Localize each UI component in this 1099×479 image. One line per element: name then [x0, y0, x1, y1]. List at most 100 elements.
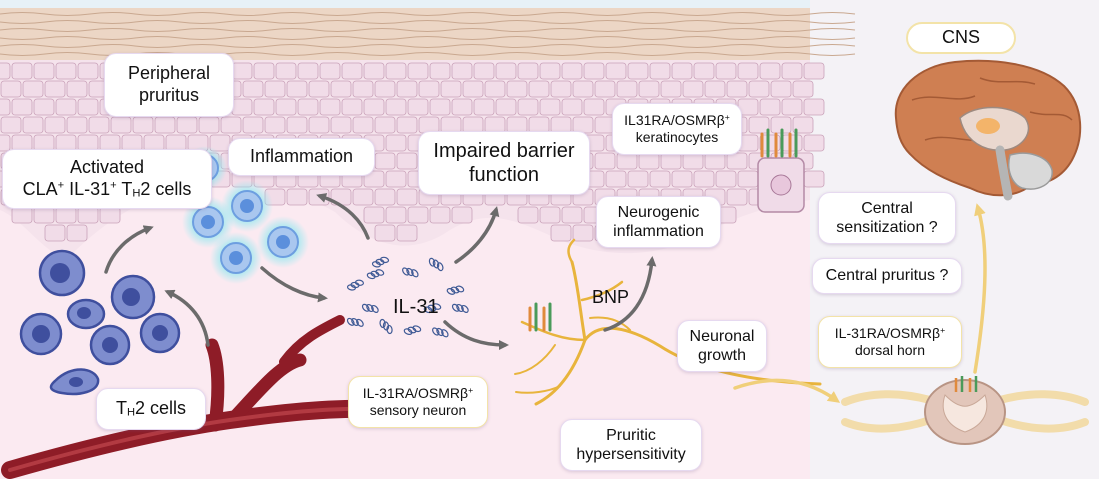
keratinocyte	[605, 170, 627, 188]
keratinocyte	[275, 98, 297, 116]
keratinocyte	[561, 62, 583, 80]
impaired-barrier-label: Impaired barrier function	[418, 131, 590, 195]
corneum-line	[0, 20, 856, 24]
keratinocyte	[22, 116, 44, 134]
keratinocyte	[330, 116, 352, 134]
il31-molecule	[371, 256, 390, 268]
il31-molecule	[446, 285, 465, 295]
il31-molecule	[366, 269, 385, 280]
keratinocyte	[759, 62, 781, 80]
keratinocyte	[627, 170, 649, 188]
bnp-label: BNP	[592, 287, 630, 307]
keratinocyte	[385, 134, 407, 152]
keratinocyte	[451, 98, 473, 116]
keratinocyte	[352, 188, 374, 206]
arrow-from-vessel	[164, 289, 210, 347]
keratinocyte	[55, 62, 77, 80]
keratinocyte	[396, 116, 418, 134]
corneum-line	[0, 36, 856, 40]
keratinocyte	[385, 62, 407, 80]
central-sensitization-line1: Central	[861, 199, 913, 217]
keratinocyte	[363, 62, 385, 80]
keratinocyte	[638, 152, 660, 170]
keratinocyte	[517, 62, 539, 80]
il31-molecule	[402, 267, 419, 278]
il31-label: IL-31	[393, 296, 439, 318]
keratinocyte	[44, 80, 66, 98]
arrow-to-il31	[260, 266, 328, 303]
keratinocyte	[693, 62, 715, 80]
keratinocyte	[66, 80, 88, 98]
keratinocyte	[495, 98, 517, 116]
keratinocyte	[396, 224, 418, 242]
il31-molecule	[451, 303, 469, 313]
keratinocyte	[803, 98, 825, 116]
neurogenic-line2: inflammation	[613, 223, 704, 240]
activated-cells-label: Activated CLA+ IL-31+ TH2 cells	[2, 149, 212, 209]
sensory-neuron-sup: +	[468, 385, 474, 395]
keratinocyte	[11, 62, 33, 80]
keratinocyte	[781, 98, 803, 116]
brain	[894, 59, 1082, 201]
pruritic-line2: hypersensitivity	[576, 446, 686, 463]
neurogenic-inflammation-label: Neurogenic inflammation	[596, 196, 721, 248]
keratinocyte	[649, 62, 671, 80]
keratinocyte	[451, 206, 473, 224]
arrows	[104, 193, 657, 350]
dorsal-horn-line2: dorsal horn	[854, 342, 926, 358]
keratinocyte	[737, 62, 759, 80]
il31-molecule	[361, 303, 379, 313]
neurogenic-line1: Neurogenic	[617, 203, 700, 221]
keratinocyte	[616, 152, 638, 170]
inflammation-text: Inflammation	[249, 146, 354, 167]
il31-molecules	[346, 256, 469, 338]
keratinocyte	[484, 80, 506, 98]
keratinocyte	[231, 98, 253, 116]
keratinocyte	[682, 152, 704, 170]
dorsal-horn-label: IL-31RA/OSMRβ+ dorsal horn	[818, 316, 962, 368]
keratinocyte	[396, 188, 418, 206]
pruritic-line1: Pruritic	[606, 426, 656, 444]
keratinocyte	[66, 116, 88, 134]
keratinocyte	[429, 98, 451, 116]
keratinocyte	[374, 80, 396, 98]
keratinocyte	[528, 80, 550, 98]
keratinocyte	[0, 80, 22, 98]
keratinocyte	[737, 170, 759, 188]
dorsal-horn-line1: IL-31RA/OSMRβ+	[835, 325, 945, 342]
keratinocyte	[341, 62, 363, 80]
peripheral-pruritus-line1: Peripheral	[127, 63, 211, 84]
keratinocyte	[264, 116, 286, 134]
peripheral-pruritus-line2: pruritus	[138, 85, 200, 105]
keratinocyte	[308, 116, 330, 134]
keratinocyte	[572, 224, 594, 242]
keratinocyte	[407, 62, 429, 80]
keratinocyte	[385, 206, 407, 224]
keratinocyte	[671, 170, 693, 188]
neuron-receptors	[528, 302, 552, 332]
keratinocyte	[781, 62, 803, 80]
keratinocyte	[627, 62, 649, 80]
keratinocyte	[704, 80, 726, 98]
keratinocyte	[539, 98, 561, 116]
neuronal-growth-label: Neuronal growth	[677, 320, 767, 372]
keratinocyte	[44, 116, 66, 134]
keratinocyte	[803, 170, 825, 188]
arrow-to-spinal-cord	[733, 378, 841, 403]
arrow-to-inflammation	[316, 193, 370, 240]
keratinocyte	[352, 80, 374, 98]
keratinocytes-receptor-sup: +	[724, 112, 730, 122]
keratinocyte	[374, 224, 396, 242]
keratinocyte	[0, 98, 11, 116]
keratinocyte	[638, 80, 660, 98]
arrow-to-barrier	[454, 206, 500, 264]
keratinocyte	[385, 98, 407, 116]
keratinocyte	[286, 116, 308, 134]
th2-t: T	[115, 398, 127, 419]
dorsal-horn-main: IL-31RA/OSMRβ	[834, 325, 941, 342]
keratinocyte	[550, 80, 572, 98]
spinal-cord	[841, 376, 1089, 445]
keratinocyte	[0, 116, 22, 134]
keratinocyte	[440, 80, 462, 98]
